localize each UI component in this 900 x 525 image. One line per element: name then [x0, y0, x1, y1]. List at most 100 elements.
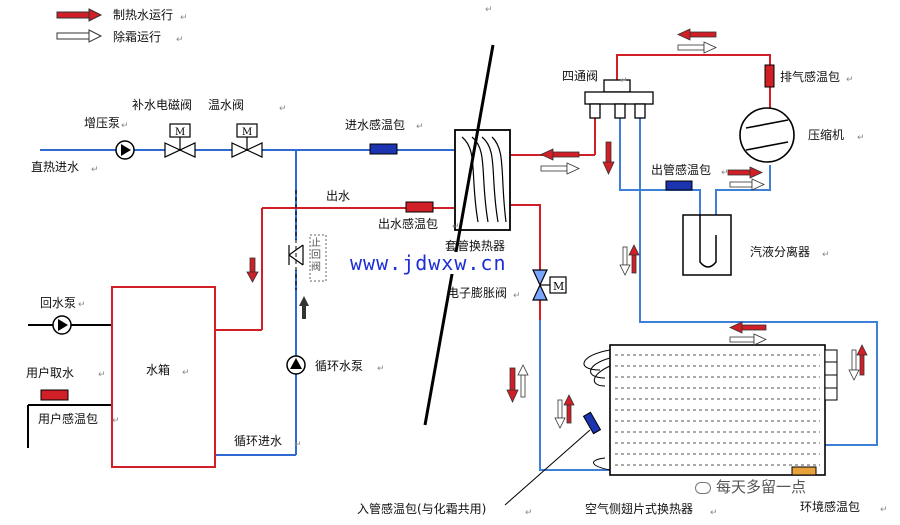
compressor-label: 压缩机: [808, 128, 845, 142]
direct-inlet-pipe: [40, 149, 455, 456]
paragraph-mark: ↵: [525, 508, 533, 518]
arrow-fin-top-defrost: [729, 333, 767, 346]
four-way-valve-label: 四通阀: [562, 69, 599, 83]
legend-heating-label: 制热水运行: [113, 8, 174, 22]
arrow-fin-left-heating: [563, 394, 575, 424]
arrow-right-heating: [856, 344, 868, 376]
tube-heat-exchanger-label: 套管换热器: [445, 239, 506, 253]
user-tap-label: 用户取水: [26, 366, 75, 380]
electronic-expansion-valve-symbol: [532, 269, 567, 301]
user-tap-line: [27, 389, 112, 448]
ambient-temp-sensor-block: [791, 466, 817, 476]
outlet-pipe-temp-sensor-label: 出管感温包: [651, 163, 712, 177]
compressor-symbol: [739, 107, 795, 163]
arrow-fin-left-defrost: [554, 399, 566, 429]
arrow-fin-top-heating: [729, 321, 767, 334]
inlet-pipe-sensor-leader: [504, 429, 591, 506]
inlet-temp-sensor-label: 进水感温包: [345, 118, 406, 132]
direct-heat-inlet-label: 直热进水: [31, 160, 80, 174]
arrow-valve-down-heating: [506, 367, 519, 403]
paragraph-mark: ↵: [78, 300, 86, 310]
legend-heating-arrow: [56, 8, 103, 22]
paragraph-mark: ↵: [485, 5, 493, 15]
arrow-separator-heating: [727, 166, 763, 179]
air-fin-heat-exchanger-label: 空气侧翅片式换热器: [585, 502, 694, 516]
inlet-pipe-temp-sensor-label: 入管感温包(与化霜共用): [357, 502, 487, 516]
electronic-expansion-valve-label: 电子膨胀阀: [447, 286, 508, 300]
legend-defrost-arrow: [56, 29, 103, 43]
makeup-solenoid-valve-label: 补水电磁阀: [132, 98, 193, 112]
arrow-top-heating: [677, 28, 717, 41]
four-way-valve-symbol: [584, 79, 654, 119]
temp-valve-m-text: M: [242, 127, 252, 138]
paragraph-mark: ↵: [846, 75, 854, 85]
fin-heat-exchanger-symbol: [583, 344, 838, 476]
water-tank-box: [111, 286, 216, 468]
user-temp-sensor-label: 用户感温包: [38, 412, 99, 426]
paragraph-mark: ↵: [513, 291, 521, 301]
temp-water-valve-label: 温水阀: [208, 98, 245, 112]
paragraph-mark: ↵: [377, 364, 385, 374]
arrow-separator-defrost: [729, 178, 765, 191]
paragraph-mark: ↵: [98, 370, 106, 380]
water-flow-arrow-tank: [246, 257, 259, 283]
circulation-pump-symbol: [286, 355, 306, 375]
booster-pump-symbol: [115, 140, 135, 160]
paragraph-mark: ↵: [112, 416, 120, 426]
paragraph-mark: ↵: [279, 104, 287, 114]
outlet-pipe-temp-sensor-block: [665, 180, 693, 191]
flow-arrows: [506, 28, 868, 429]
exhaust-temp-sensor-block: [764, 64, 775, 88]
water-tank-label: 水箱: [146, 363, 171, 377]
check-valve-label: 止回阀: [311, 238, 321, 273]
temp-water-valve-symbol: [231, 123, 263, 158]
arrow-fourway-heating: [602, 141, 615, 175]
arrow-valve-up-defrost: [517, 364, 529, 398]
outlet-label: 出水: [326, 189, 351, 203]
arrow-suction-down-defrost: [619, 246, 631, 276]
refrigerant-suction-pipe: [539, 118, 878, 471]
return-pump-line: [28, 315, 112, 335]
inlet-pipe-temp-sensor-block: [582, 411, 602, 435]
paragraph-mark: ↵: [880, 505, 888, 515]
legend-defrost-label: 除霜运行: [113, 30, 162, 44]
outlet-temp-sensor-block: [405, 201, 434, 213]
inlet-temp-sensor-block: [369, 143, 398, 155]
exhaust-temp-sensor-label: 排气感温包: [780, 70, 841, 84]
wechat-icon: [695, 481, 711, 494]
makeup-solenoid-valve-symbol: [164, 123, 196, 158]
booster-pump-label: 增压泵: [84, 116, 121, 130]
outlet-temp-sensor-label: 出水感温包: [378, 217, 439, 231]
paragraph-mark: ↵: [416, 122, 424, 132]
paragraph-mark: ↵: [182, 368, 190, 378]
paragraph-mark: ↵: [721, 168, 729, 178]
arrow-top-defrost: [677, 41, 717, 54]
expansion-valve-m-text: M: [553, 280, 564, 293]
paragraph-mark: ↵: [857, 133, 865, 143]
circulation-pump-label: 循环水泵: [315, 359, 364, 373]
diagonal-divider-line: [423, 44, 495, 426]
return-pump-label: 回水泵: [40, 296, 77, 310]
paragraph-mark: ↵: [620, 76, 628, 86]
makeup-valve-m-text: M: [175, 127, 185, 138]
circulation-inlet-label: 循环进水: [234, 434, 283, 448]
paragraph-mark: ↵: [176, 35, 184, 45]
website-text: www.jdwxw.cn: [350, 251, 507, 275]
paragraph-mark: ↵: [180, 13, 188, 23]
paragraph-mark: ↵: [822, 250, 830, 260]
arrow-suction-up-heating: [628, 244, 640, 274]
arrow-exchanger-heating: [540, 148, 580, 161]
paragraph-mark: ↵: [294, 440, 302, 450]
check-valve-label-box: [309, 234, 327, 282]
watermark-label: 每天多留一点: [716, 478, 807, 496]
watermark-text: 每天多留一点: [695, 478, 806, 496]
gas-liquid-separator-symbol: [682, 214, 732, 276]
water-flow-arrow-circulation: [299, 296, 309, 319]
arrow-exchanger-defrost: [540, 162, 580, 175]
paragraph-mark: ↵: [121, 121, 129, 131]
gas-liquid-separator-label: 汽液分离器: [750, 245, 811, 259]
paragraph-mark: ↵: [91, 165, 99, 175]
arrow-right-defrost: [848, 349, 860, 381]
paragraph-mark: ↵: [452, 222, 460, 232]
